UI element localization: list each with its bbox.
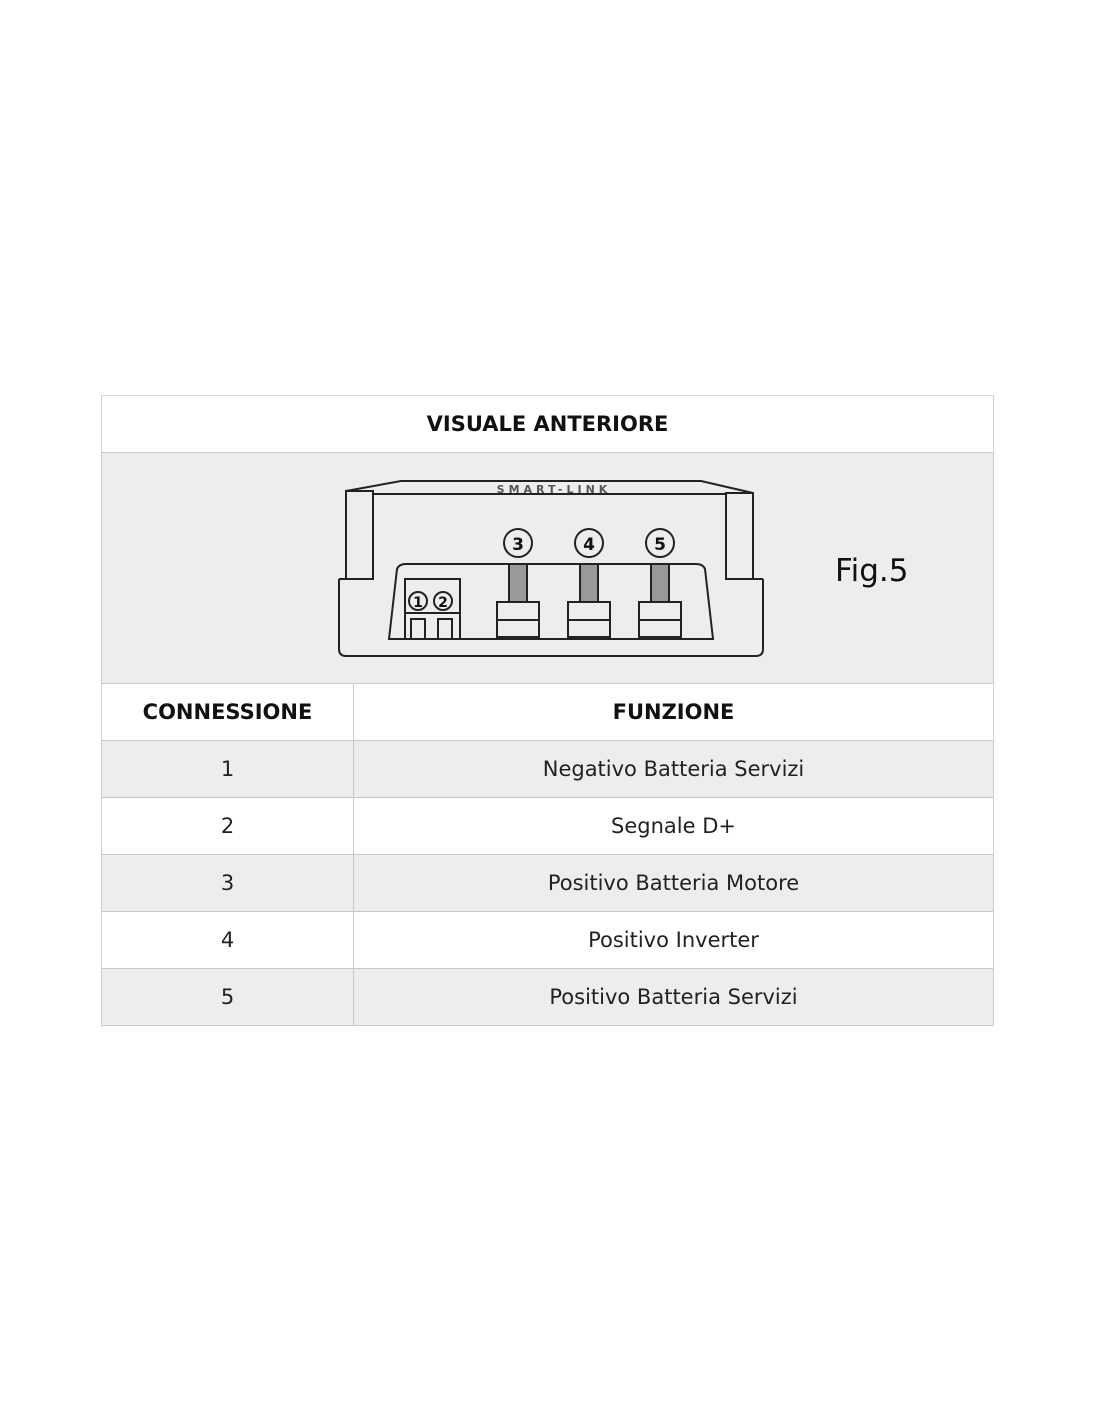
connection-cell: 1 xyxy=(102,741,354,797)
connection-cell: 2 xyxy=(102,798,354,854)
connection-table: VISUALE ANTERIORE 1 2 3 4 5 SMART-LINK F… xyxy=(101,395,994,1026)
terminal-label: 5 xyxy=(654,535,666,555)
device-logo: SMART-LINK xyxy=(497,483,612,496)
function-cell: Negativo Batteria Servizi xyxy=(542,757,805,781)
terminal-label: 3 xyxy=(512,535,524,555)
header-connection: CONNESSIONE xyxy=(102,684,354,740)
terminal-label: 1 xyxy=(413,595,423,611)
function-cell: Positivo Batteria Motore xyxy=(547,871,800,895)
connection-cell: 4 xyxy=(102,912,354,968)
table-row: 1 Negativo Batteria Servizi xyxy=(102,741,993,798)
header-function: FUNZIONE xyxy=(612,700,735,724)
terminal-label: 4 xyxy=(583,535,595,555)
function-cell: Positivo Batteria Servizi xyxy=(549,985,798,1009)
table-row: 5 Positivo Batteria Servizi xyxy=(102,969,993,1026)
table-row: 3 Positivo Batteria Motore xyxy=(102,855,993,912)
function-cell: Positivo Inverter xyxy=(588,928,759,952)
table-row: 2 Segnale D+ xyxy=(102,798,993,855)
connection-cell: 3 xyxy=(102,855,354,911)
device-figure-cell: 1 2 3 4 5 SMART-LINK Fig.5 xyxy=(102,453,993,684)
connection-cell: 5 xyxy=(102,969,354,1025)
table-header: CONNESSIONE FUNZIONE xyxy=(102,684,993,741)
device-front-view-illustration: 1 2 3 4 5 SMART-LINK xyxy=(338,480,764,657)
table-row: 4 Positivo Inverter xyxy=(102,912,993,969)
figure-label: Fig.5 xyxy=(835,553,909,589)
stud-3 xyxy=(496,528,540,638)
function-cell: Segnale D+ xyxy=(611,814,736,838)
terminal-label: 2 xyxy=(438,595,448,611)
table-title: VISUALE ANTERIORE xyxy=(102,396,993,453)
